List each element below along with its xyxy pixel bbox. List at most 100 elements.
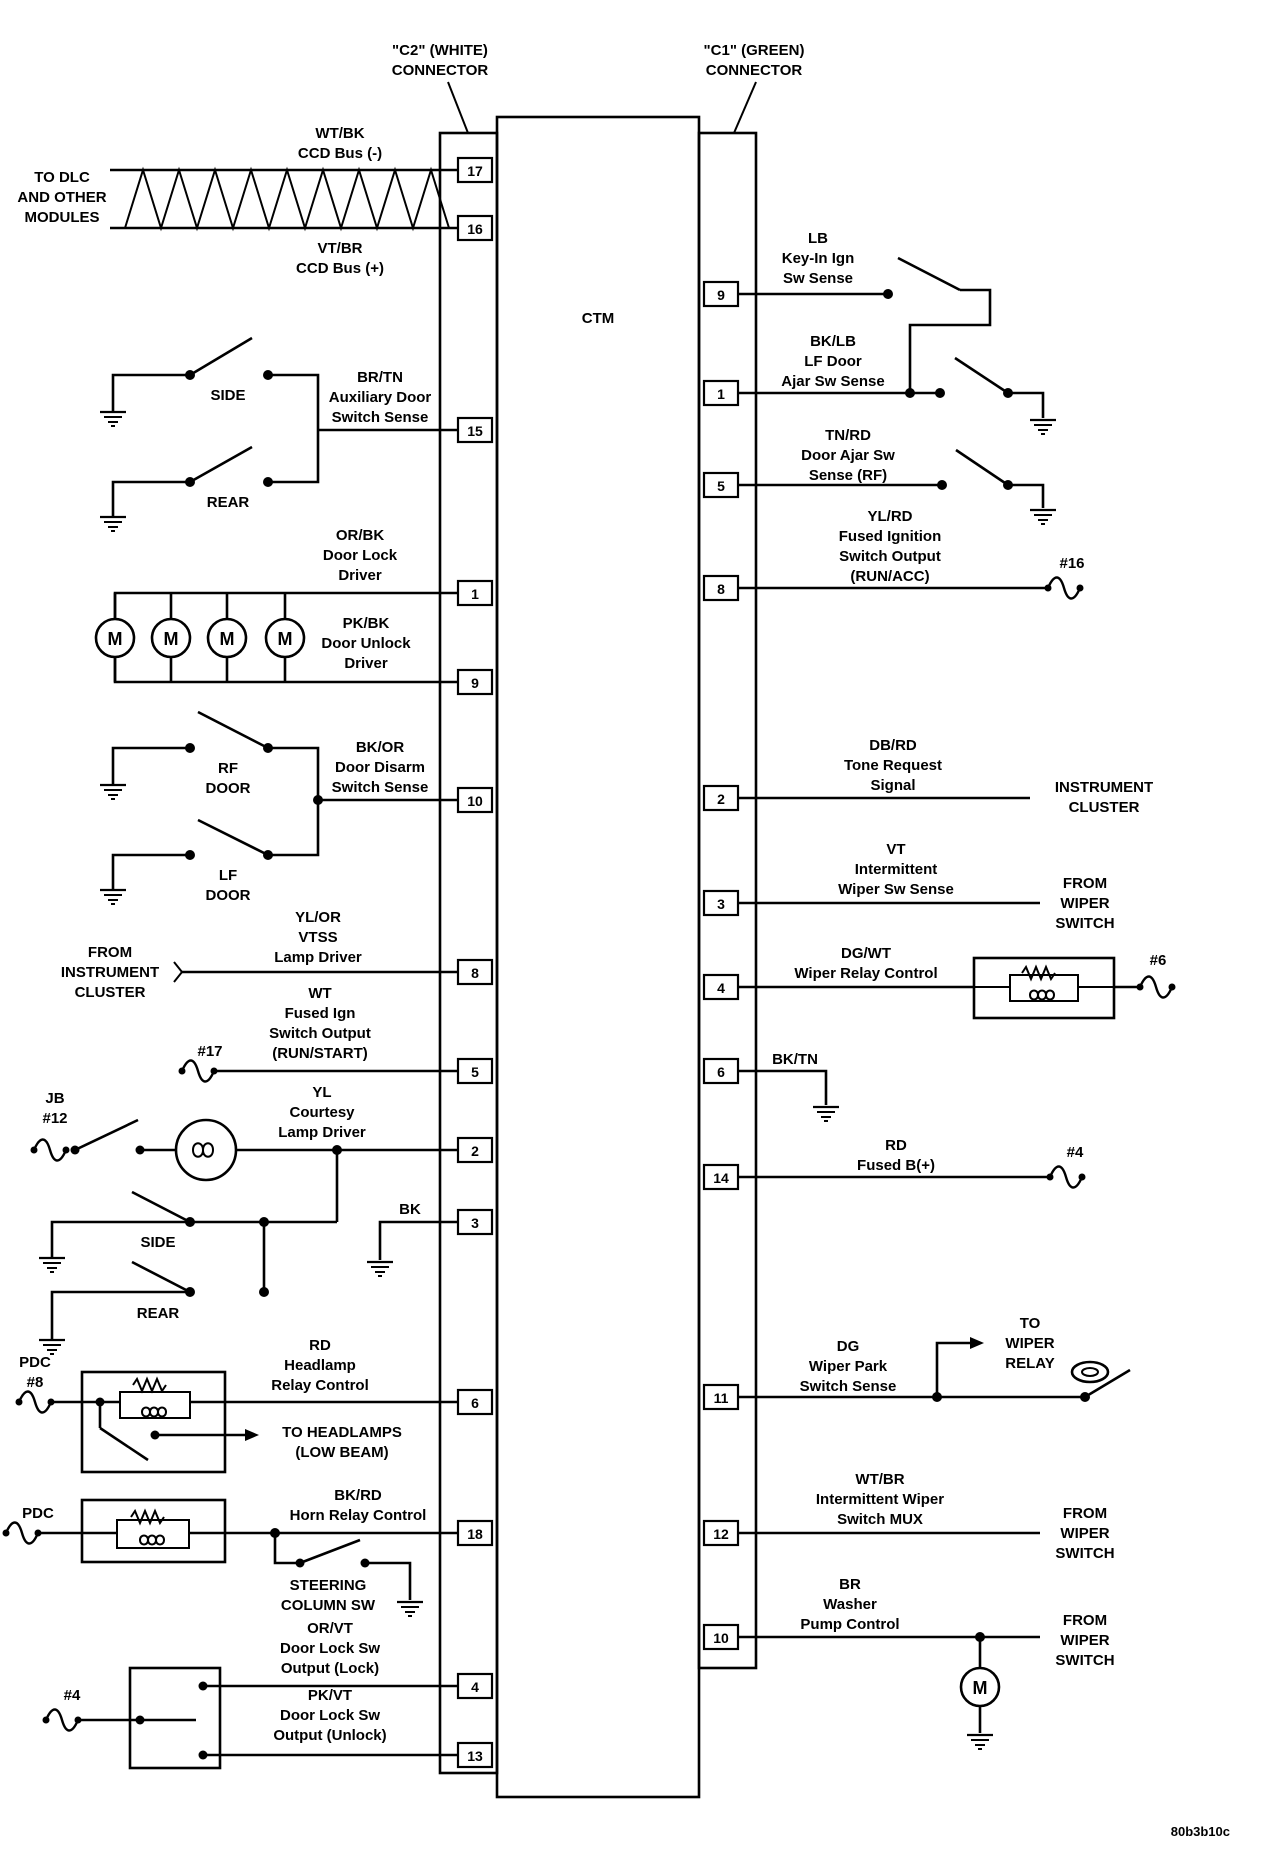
svg-text:BR: BR — [839, 1576, 861, 1593]
c2-pin-13: 13 — [456, 1741, 494, 1769]
svg-text:VT/BR: VT/BR — [318, 240, 363, 257]
svg-text:#8: #8 — [27, 1374, 44, 1391]
fused-battery-circuit: #4 RD Fused B(+) — [738, 1137, 1087, 1189]
svg-text:Wiper Relay Control: Wiper Relay Control — [794, 965, 937, 982]
svg-text:SWITCH: SWITCH — [1055, 915, 1114, 932]
svg-text:9: 9 — [717, 287, 725, 303]
svg-text:DG: DG — [837, 1338, 860, 1355]
svg-text:WIPER: WIPER — [1060, 1525, 1109, 1542]
svg-text:Switch Sense: Switch Sense — [800, 1378, 897, 1395]
c2-pin-8: 8 — [456, 958, 494, 986]
c2-pin-10: 10 — [456, 786, 494, 814]
c1-pin-2: 2 — [702, 784, 740, 812]
door-disarm-switch-circuit: RF DOOR LF DOOR BK/OR Door Disarm Switch… — [98, 710, 458, 906]
c1-pin-14: 14 — [702, 1163, 740, 1191]
svg-text:OR/VT: OR/VT — [307, 1620, 353, 1637]
svg-text:11: 11 — [714, 1390, 729, 1406]
svg-text:WIPER: WIPER — [1005, 1335, 1054, 1352]
svg-text:3: 3 — [717, 896, 725, 912]
svg-text:LF Door: LF Door — [804, 353, 862, 370]
svg-text:Door Lock Sw: Door Lock Sw — [280, 1707, 380, 1724]
svg-text:DB/RD: DB/RD — [869, 737, 917, 754]
svg-text:REAR: REAR — [137, 1305, 180, 1322]
svg-text:Switch Sense: Switch Sense — [332, 779, 429, 796]
svg-text:BK/OR: BK/OR — [356, 739, 405, 756]
c1-pin-4: 4 — [702, 973, 740, 1001]
svg-text:17: 17 — [467, 163, 483, 179]
svg-text:6: 6 — [717, 1064, 725, 1080]
c1-pin-11: 11 — [702, 1383, 740, 1411]
svg-text:SWITCH: SWITCH — [1055, 1652, 1114, 1669]
svg-text:Intermittent: Intermittent — [855, 861, 938, 878]
svg-text:TN/RD: TN/RD — [825, 427, 871, 444]
svg-text:12: 12 — [713, 1526, 729, 1542]
svg-text:WIPER: WIPER — [1060, 895, 1109, 912]
svg-text:PK/BK: PK/BK — [343, 615, 390, 632]
svg-text:Intermittent Wiper: Intermittent Wiper — [816, 1491, 944, 1508]
wiper-relay-control-circuit: #6 DG/WT Wiper Relay Control — [738, 945, 1177, 1020]
svg-text:SWITCH: SWITCH — [1055, 1545, 1114, 1562]
svg-text:8: 8 — [471, 965, 479, 981]
svg-text:10: 10 — [713, 1630, 729, 1646]
svg-text:Ajar Sw Sense: Ajar Sw Sense — [781, 373, 884, 390]
svg-text:YL/RD: YL/RD — [868, 508, 913, 525]
svg-text:Output (Lock): Output (Lock) — [281, 1660, 379, 1677]
svg-text:16: 16 — [467, 221, 483, 237]
svg-text:Driver: Driver — [338, 567, 382, 584]
c2-pin-9: 9 — [456, 668, 494, 696]
c1-pin-6: 6 — [702, 1057, 740, 1085]
svg-text:14: 14 — [713, 1170, 729, 1186]
svg-text:Auxiliary Door: Auxiliary Door — [329, 389, 432, 406]
svg-text:DOOR: DOOR — [206, 887, 251, 904]
c1-pin-3: 3 — [702, 889, 740, 917]
svg-text:1: 1 — [717, 386, 725, 402]
svg-text:#17: #17 — [197, 1043, 222, 1060]
svg-text:Output (Unlock): Output (Unlock) — [273, 1727, 386, 1744]
svg-text:M: M — [220, 629, 235, 649]
svg-text:REAR: REAR — [207, 494, 250, 511]
svg-text:13: 13 — [467, 1748, 483, 1764]
key-in-and-lf-ajar-circuit: LB Key-In Ign Sw Sense BK/LB LF Door Aja… — [738, 230, 1058, 436]
fused-ign-run-start-circuit: #17 WT Fused Ign Switch Output (RUN/STAR… — [177, 985, 458, 1083]
svg-text:Key-In Ign: Key-In Ign — [782, 250, 855, 267]
svg-text:WT: WT — [308, 985, 331, 1002]
svg-text:WIPER: WIPER — [1060, 1632, 1109, 1649]
svg-text:5: 5 — [717, 478, 725, 494]
svg-text:CCD Bus (-): CCD Bus (-) — [298, 145, 382, 162]
ctm-label: CTM — [582, 310, 615, 327]
svg-text:M: M — [164, 629, 179, 649]
svg-text:15: 15 — [467, 423, 483, 439]
svg-text:SIDE: SIDE — [210, 387, 245, 404]
svg-text:PDC: PDC — [19, 1354, 51, 1371]
svg-text:Switch MUX: Switch MUX — [837, 1511, 923, 1528]
svg-text:PDC: PDC — [22, 1505, 54, 1522]
svg-text:M: M — [278, 629, 293, 649]
svg-text:Fused Ign: Fused Ign — [285, 1005, 356, 1022]
svg-text:YL/OR: YL/OR — [295, 909, 341, 926]
svg-text:Horn Relay Control: Horn Relay Control — [290, 1507, 427, 1524]
svg-text:Pump Control: Pump Control — [800, 1616, 899, 1633]
svg-text:Wiper Park: Wiper Park — [809, 1358, 888, 1375]
svg-text:INSTRUMENT: INSTRUMENT — [61, 964, 159, 981]
svg-text:8: 8 — [717, 581, 725, 597]
svg-text:#16: #16 — [1059, 555, 1084, 572]
ctm-module-body — [495, 115, 701, 1799]
svg-text:YL: YL — [312, 1084, 331, 1101]
svg-text:Door Lock: Door Lock — [323, 547, 398, 564]
svg-text:Door Disarm: Door Disarm — [335, 759, 425, 776]
vtss-lamp-circuit: FROM INSTRUMENT CLUSTER YL/OR VTSS Lamp … — [61, 909, 458, 1001]
svg-text:WT/BK: WT/BK — [315, 125, 364, 142]
c2-pin-5: 5 — [456, 1057, 494, 1085]
svg-text:M: M — [108, 629, 123, 649]
svg-text:INSTRUMENT: INSTRUMENT — [1055, 779, 1153, 796]
headlamp-relay-circuit: PDC #8 RD Headlamp Relay Control TO HEAD… — [14, 1337, 458, 1474]
svg-text:VT: VT — [886, 841, 905, 858]
svg-text:RF: RF — [218, 760, 238, 777]
svg-text:SIDE: SIDE — [140, 1234, 175, 1251]
svg-text:Courtesy: Courtesy — [289, 1104, 355, 1121]
svg-text:MODULES: MODULES — [25, 209, 100, 226]
c1-pin-8: 8 — [702, 574, 740, 602]
svg-text:DOOR: DOOR — [206, 780, 251, 797]
intermittent-wiper-mux-circuit: WT/BR Intermittent Wiper Switch MUX FROM… — [738, 1471, 1115, 1562]
svg-text:3: 3 — [471, 1215, 479, 1231]
